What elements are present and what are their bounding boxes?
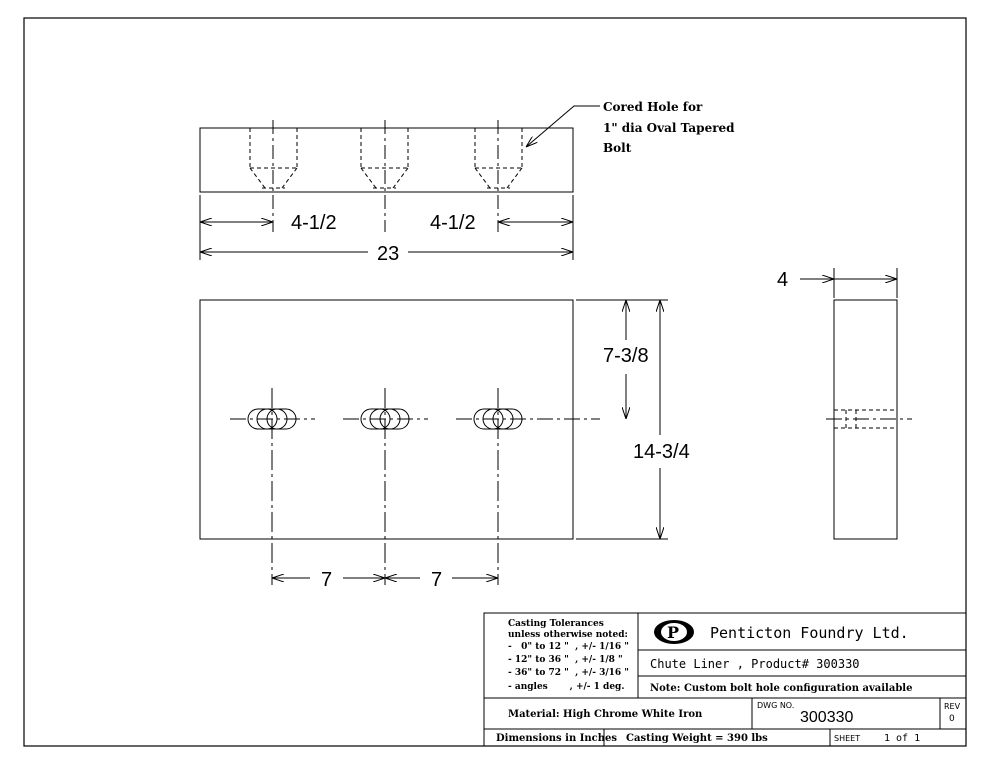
dim-top-right-spacing: 4-1/2 [430, 212, 476, 234]
cored-hole-2-section [360, 128, 409, 189]
top-view [199, 120, 574, 260]
callout-note: Cored Hole for 1" dia Oval Tapered Bolt [603, 100, 735, 155]
tolerance-row-3: - 36" to 72 " , +/- 3/16 " [508, 668, 629, 678]
dwg-label: DWG NO. [757, 701, 794, 710]
dim-overall-height: 14-3/4 [633, 441, 690, 463]
rev-value: 0 [949, 714, 955, 724]
cored-hole-3-section [474, 128, 523, 189]
tolerance-heading-1: Casting Tolerances [508, 619, 604, 629]
title-block [483, 612, 967, 747]
tolerance-heading-2: unless otherwise noted: [508, 630, 628, 640]
tolerance-block: Casting Tolerances unless otherwise note… [508, 619, 629, 692]
cored-hole-1-section [249, 128, 298, 189]
dim-top-left-spacing: 4-1/2 [291, 212, 337, 234]
front-view [199, 299, 668, 585]
sheet-value: 1 of 1 [884, 733, 920, 744]
callout-line-3: Bolt [603, 141, 632, 155]
callout-leader [526, 105, 600, 147]
dim-hole-spacing-right: 7 [431, 569, 442, 591]
sheet-label: SHEET [834, 734, 860, 743]
part-description: Chute Liner , Product# 300330 [650, 657, 860, 671]
material-text: Material: High Chrome White Iron [508, 709, 703, 720]
rev-label: REV [944, 702, 961, 711]
weight-text: Casting Weight = 390 lbs [626, 733, 768, 744]
tolerance-row-4: - angles , +/- 1 deg. [508, 682, 625, 692]
tolerance-row-1: - 0" to 12 " , +/- 1/16 " [508, 642, 629, 652]
callout-line-1: Cored Hole for [603, 100, 703, 114]
callout-line-2: 1" dia Oval Tapered [603, 121, 735, 135]
units-text: Dimensions in Inches [496, 733, 617, 744]
dim-thickness: 4 [777, 269, 788, 291]
top-view-outline [199, 127, 574, 193]
logo-letter: P [667, 623, 679, 642]
side-view [800, 268, 912, 540]
dim-overall-length: 23 [377, 243, 399, 265]
note-text: Note: Custom bolt hole configuration ava… [650, 683, 912, 694]
company-logo: P [654, 620, 694, 644]
tolerance-row-2: - 12" to 36 " , +/- 1/8 " [508, 655, 623, 665]
dwg-number: 300330 [800, 709, 853, 726]
dim-half-height: 7-3/8 [603, 345, 649, 367]
company-name: Penticton Foundry Ltd. [710, 624, 909, 642]
dim-hole-spacing-left: 7 [321, 569, 332, 591]
